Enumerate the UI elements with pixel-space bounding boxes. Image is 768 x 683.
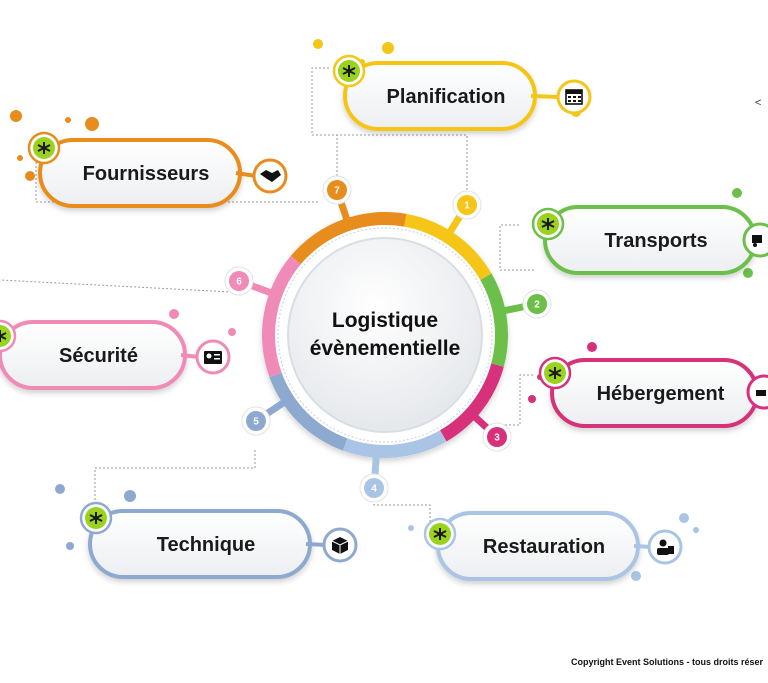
step-number-text: 4	[371, 484, 377, 495]
logo-badge-icon	[27, 131, 61, 165]
ring-segment-planification	[404, 213, 492, 280]
step-number-technique: 5	[241, 406, 271, 436]
center-title-line1: Logistique	[332, 309, 438, 332]
logo-badge-icon	[531, 207, 565, 241]
bed-icon	[746, 374, 768, 410]
step-number-hebergement: 3	[482, 422, 512, 452]
ring-segment-restauration	[342, 430, 447, 458]
ring-segment-securite	[262, 255, 301, 378]
node-label-fournisseurs: Fournisseurs	[83, 163, 210, 185]
node-label-planification: Planification	[387, 86, 506, 108]
step-number-transports: 2	[522, 289, 552, 319]
node-securite: Sécurité	[0, 319, 231, 390]
calendar-icon	[556, 79, 592, 115]
step-number-text: 5	[253, 417, 259, 428]
node-label-securite: Sécurité	[59, 345, 138, 367]
logo-badge-icon	[332, 54, 366, 88]
node-label-hebergement: Hébergement	[597, 383, 725, 405]
handshake-icon	[252, 158, 288, 194]
logo-badge-icon	[423, 517, 457, 551]
ring-segment-technique	[269, 372, 348, 451]
node-hebergement: Hébergement	[538, 356, 768, 428]
node-technique: Technique	[79, 501, 358, 579]
central-hub: 1 2 3 4 5 6 7 Logistique évènementielle	[224, 175, 552, 503]
step-number-text: 1	[464, 201, 470, 212]
node-label-transports: Transports	[604, 230, 707, 252]
step-number-securite: 6	[224, 266, 254, 296]
decorative-dots	[10, 39, 753, 581]
step-number-text: 7	[334, 186, 340, 197]
step-number-text: 2	[534, 300, 540, 311]
logo-badge-icon	[0, 319, 17, 353]
ring-segment-hebergement	[440, 363, 504, 442]
step-number-planification: 1	[452, 190, 482, 220]
node-fournisseurs: Fournisseurs	[27, 131, 288, 208]
badge-icon	[195, 339, 231, 375]
node-label-restauration: Restauration	[483, 536, 605, 558]
ring-segment-fournisseurs	[290, 211, 407, 265]
chef-icon	[647, 529, 683, 565]
step-number-restauration: 4	[359, 473, 389, 503]
step-number-text: 6	[236, 277, 242, 288]
node-label-technique: Technique	[157, 534, 256, 556]
logo-badge-icon	[538, 356, 572, 390]
node-planification: Planification	[332, 54, 592, 131]
step-number-text: 3	[494, 433, 500, 444]
center-title-line2: évènementielle	[310, 337, 461, 360]
step-number-fournisseurs: 7	[322, 175, 352, 205]
copyright-text: Copyright Event Solutions - tous droits …	[571, 657, 764, 667]
node-transports: Transports	[531, 205, 768, 275]
truck-icon	[742, 222, 768, 258]
ring-segment-transports	[480, 273, 508, 367]
logo-badge-icon	[79, 501, 113, 535]
box-icon	[322, 527, 358, 563]
side-caret: <	[755, 97, 762, 109]
node-restauration: Restauration	[423, 511, 683, 581]
